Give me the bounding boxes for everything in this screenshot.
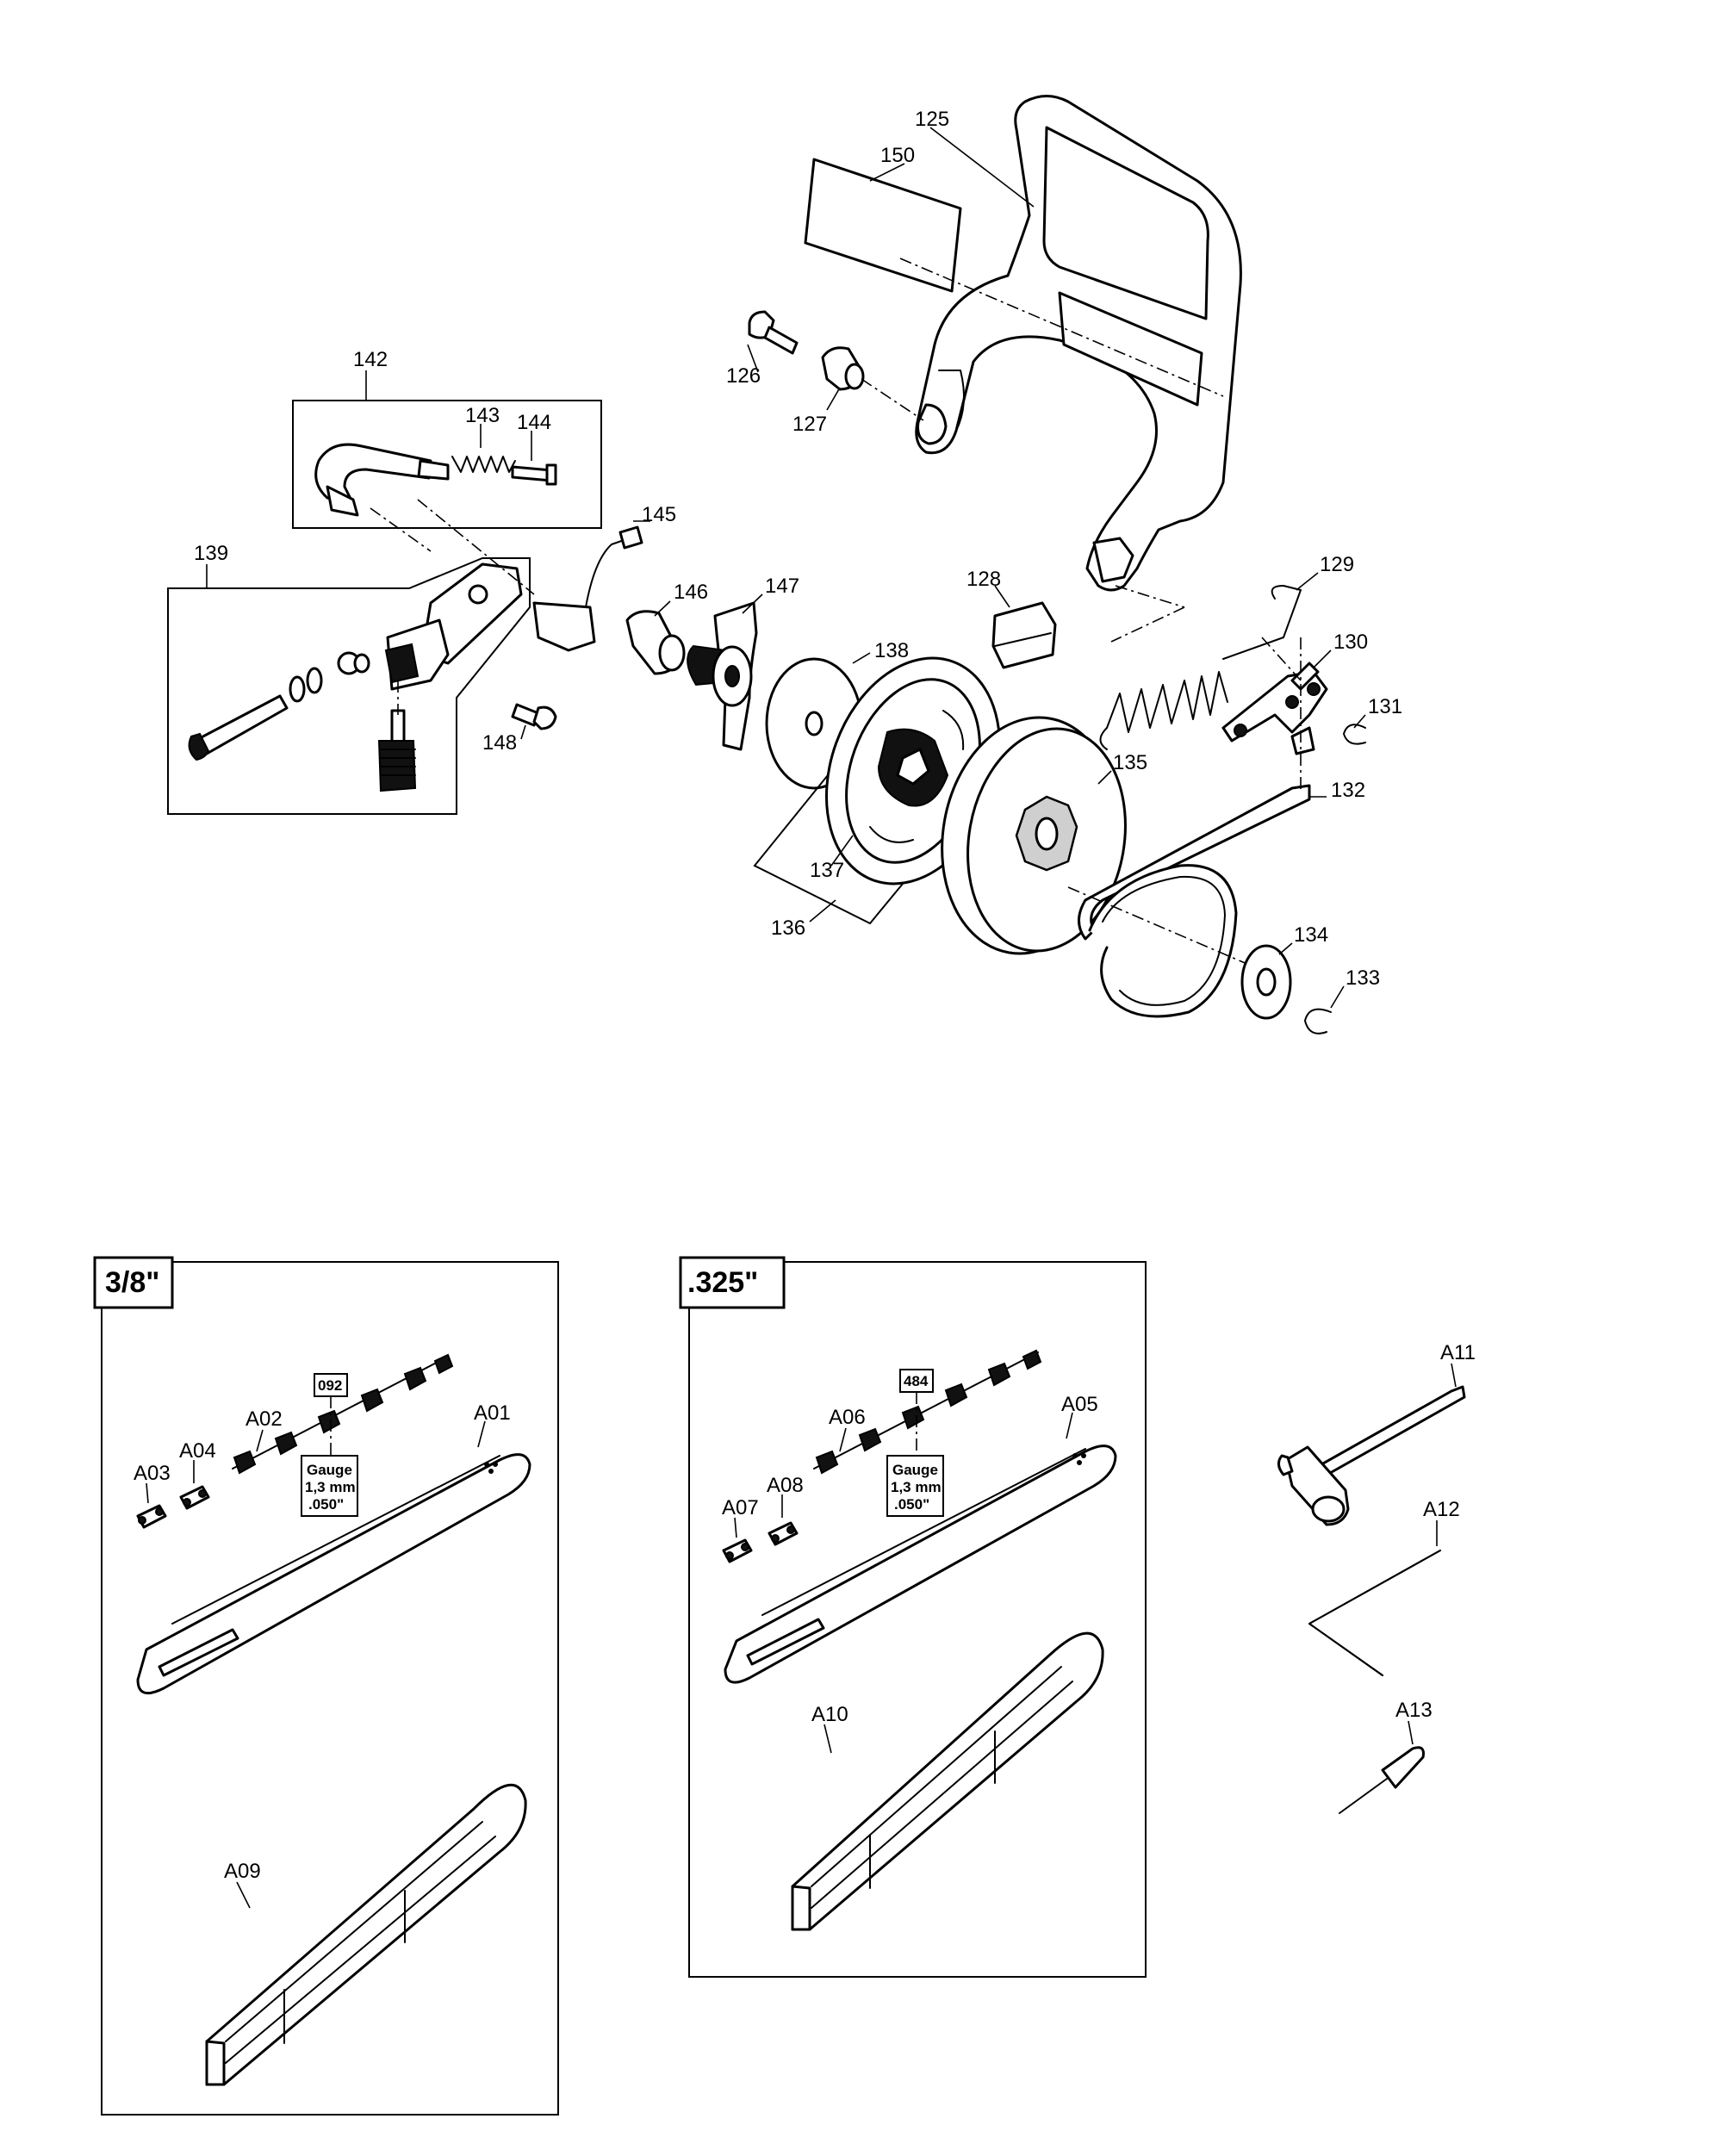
label-145: 145	[642, 503, 676, 526]
label-148: 148	[482, 731, 517, 755]
label-A03: A03	[134, 1462, 171, 1485]
label-133: 133	[1346, 966, 1380, 990]
link-part-A04	[179, 1485, 210, 1510]
label-150: 150	[880, 144, 915, 167]
bar-part-A01	[136, 1453, 531, 1695]
label-136: 136	[771, 916, 805, 940]
gauge-38-line3: .050"	[308, 1496, 344, 1513]
kit-box-139	[167, 557, 531, 815]
link-part-A08	[768, 1521, 799, 1546]
wrench-part-A11	[1277, 1385, 1466, 1526]
bolt-part-148	[511, 703, 557, 730]
label-A11: A11	[1440, 1341, 1476, 1364]
spring-part-129	[1099, 585, 1302, 750]
gauge-38-line1: Gauge	[307, 1462, 352, 1478]
gauge-tag-325: Gauge 1,3 mm .050"	[886, 1455, 944, 1517]
link-part-A07	[722, 1538, 753, 1563]
gauge-325-line2: 1,3 mm	[891, 1479, 942, 1495]
label-131: 131	[1368, 695, 1402, 718]
label-139: 139	[194, 542, 228, 565]
chain-part-A06	[813, 1349, 1042, 1475]
panel-325-size-tag: .325"	[679, 1256, 786, 1309]
oil-hose-part-142	[314, 443, 450, 517]
label-A07: A07	[722, 1496, 759, 1519]
pin-part-144	[511, 463, 557, 486]
label-143: 143	[465, 404, 500, 427]
bar-part-A05	[724, 1445, 1117, 1684]
label-A02: A02	[245, 1407, 283, 1431]
label-126: 126	[726, 364, 761, 388]
adjust-screw-part-139	[188, 651, 370, 761]
label-146: 146	[674, 581, 708, 604]
label-138: 138	[874, 639, 909, 662]
label-A01: A01	[474, 1401, 511, 1425]
gauge-325-line1: Gauge	[892, 1462, 938, 1478]
chain-code-tag-38: 092	[314, 1373, 348, 1397]
oil-pump-body-part-139	[384, 562, 523, 691]
label-A08: A08	[767, 1474, 804, 1497]
brake-band-part-132	[1078, 784, 1311, 1018]
label-144: 144	[517, 411, 551, 434]
gauge-tag-38: Gauge 1,3 mm .050"	[301, 1455, 358, 1517]
gauge-38-line2: 1,3 mm	[305, 1479, 356, 1495]
link-part-A03	[136, 1504, 167, 1529]
label-A04: A04	[179, 1439, 216, 1463]
panel-325-size-label: .325"	[687, 1266, 758, 1299]
panel-38-frame	[101, 1261, 559, 2116]
label-A13: A13	[1395, 1699, 1433, 1722]
decal-part-150	[804, 158, 962, 293]
kit-box-142	[292, 400, 602, 529]
label-130: 130	[1333, 631, 1368, 654]
washer-part-134	[1240, 944, 1292, 1020]
spring-part-143	[451, 456, 516, 473]
oil-line-part-145	[532, 525, 643, 652]
label-A06: A06	[829, 1406, 866, 1429]
panel-38-size-tag: 3/8"	[93, 1256, 174, 1309]
label-A05: A05	[1061, 1393, 1098, 1416]
worm-gear-part-139	[377, 709, 417, 792]
screwdriver-part-A13	[1339, 1746, 1425, 1814]
lever-part-130	[1221, 662, 1328, 755]
bushing-part-127	[821, 346, 865, 391]
panel-38-size-label: 3/8"	[105, 1266, 159, 1299]
bolt-part-126	[748, 310, 799, 355]
drive-plate-part-147	[687, 601, 758, 751]
oil-cup-part-146	[625, 610, 686, 675]
label-128: 128	[966, 568, 1001, 591]
label-125: 125	[915, 108, 949, 131]
label-134: 134	[1294, 923, 1328, 947]
label-A10: A10	[811, 1703, 848, 1726]
label-132: 132	[1331, 779, 1365, 802]
label-142: 142	[353, 348, 388, 371]
gauge-325-line3: .050"	[894, 1496, 929, 1513]
label-129: 129	[1320, 553, 1354, 576]
bar-cover-part-A10	[791, 1631, 1104, 1931]
rubber-part-128	[991, 601, 1057, 669]
label-137: 137	[810, 859, 844, 882]
clutch-drum-part-135	[941, 716, 1127, 955]
panel-325-frame	[688, 1261, 1147, 1978]
bar-cover-part-A09	[205, 1783, 527, 2086]
label-A12: A12	[1423, 1498, 1460, 1521]
clip-part-133	[1304, 1008, 1332, 1035]
label-A09: A09	[224, 1860, 261, 1883]
hand-guard-part-125	[915, 95, 1242, 592]
label-135: 135	[1113, 751, 1147, 774]
chain-code-38: 092	[318, 1377, 342, 1394]
label-147: 147	[765, 575, 799, 598]
hex-key-part-A12	[1308, 1550, 1441, 1676]
label-127: 127	[792, 413, 827, 436]
chain-code-tag-325: 484	[899, 1369, 934, 1393]
chain-code-325: 484	[904, 1373, 929, 1389]
chain-part-A02	[232, 1353, 454, 1475]
